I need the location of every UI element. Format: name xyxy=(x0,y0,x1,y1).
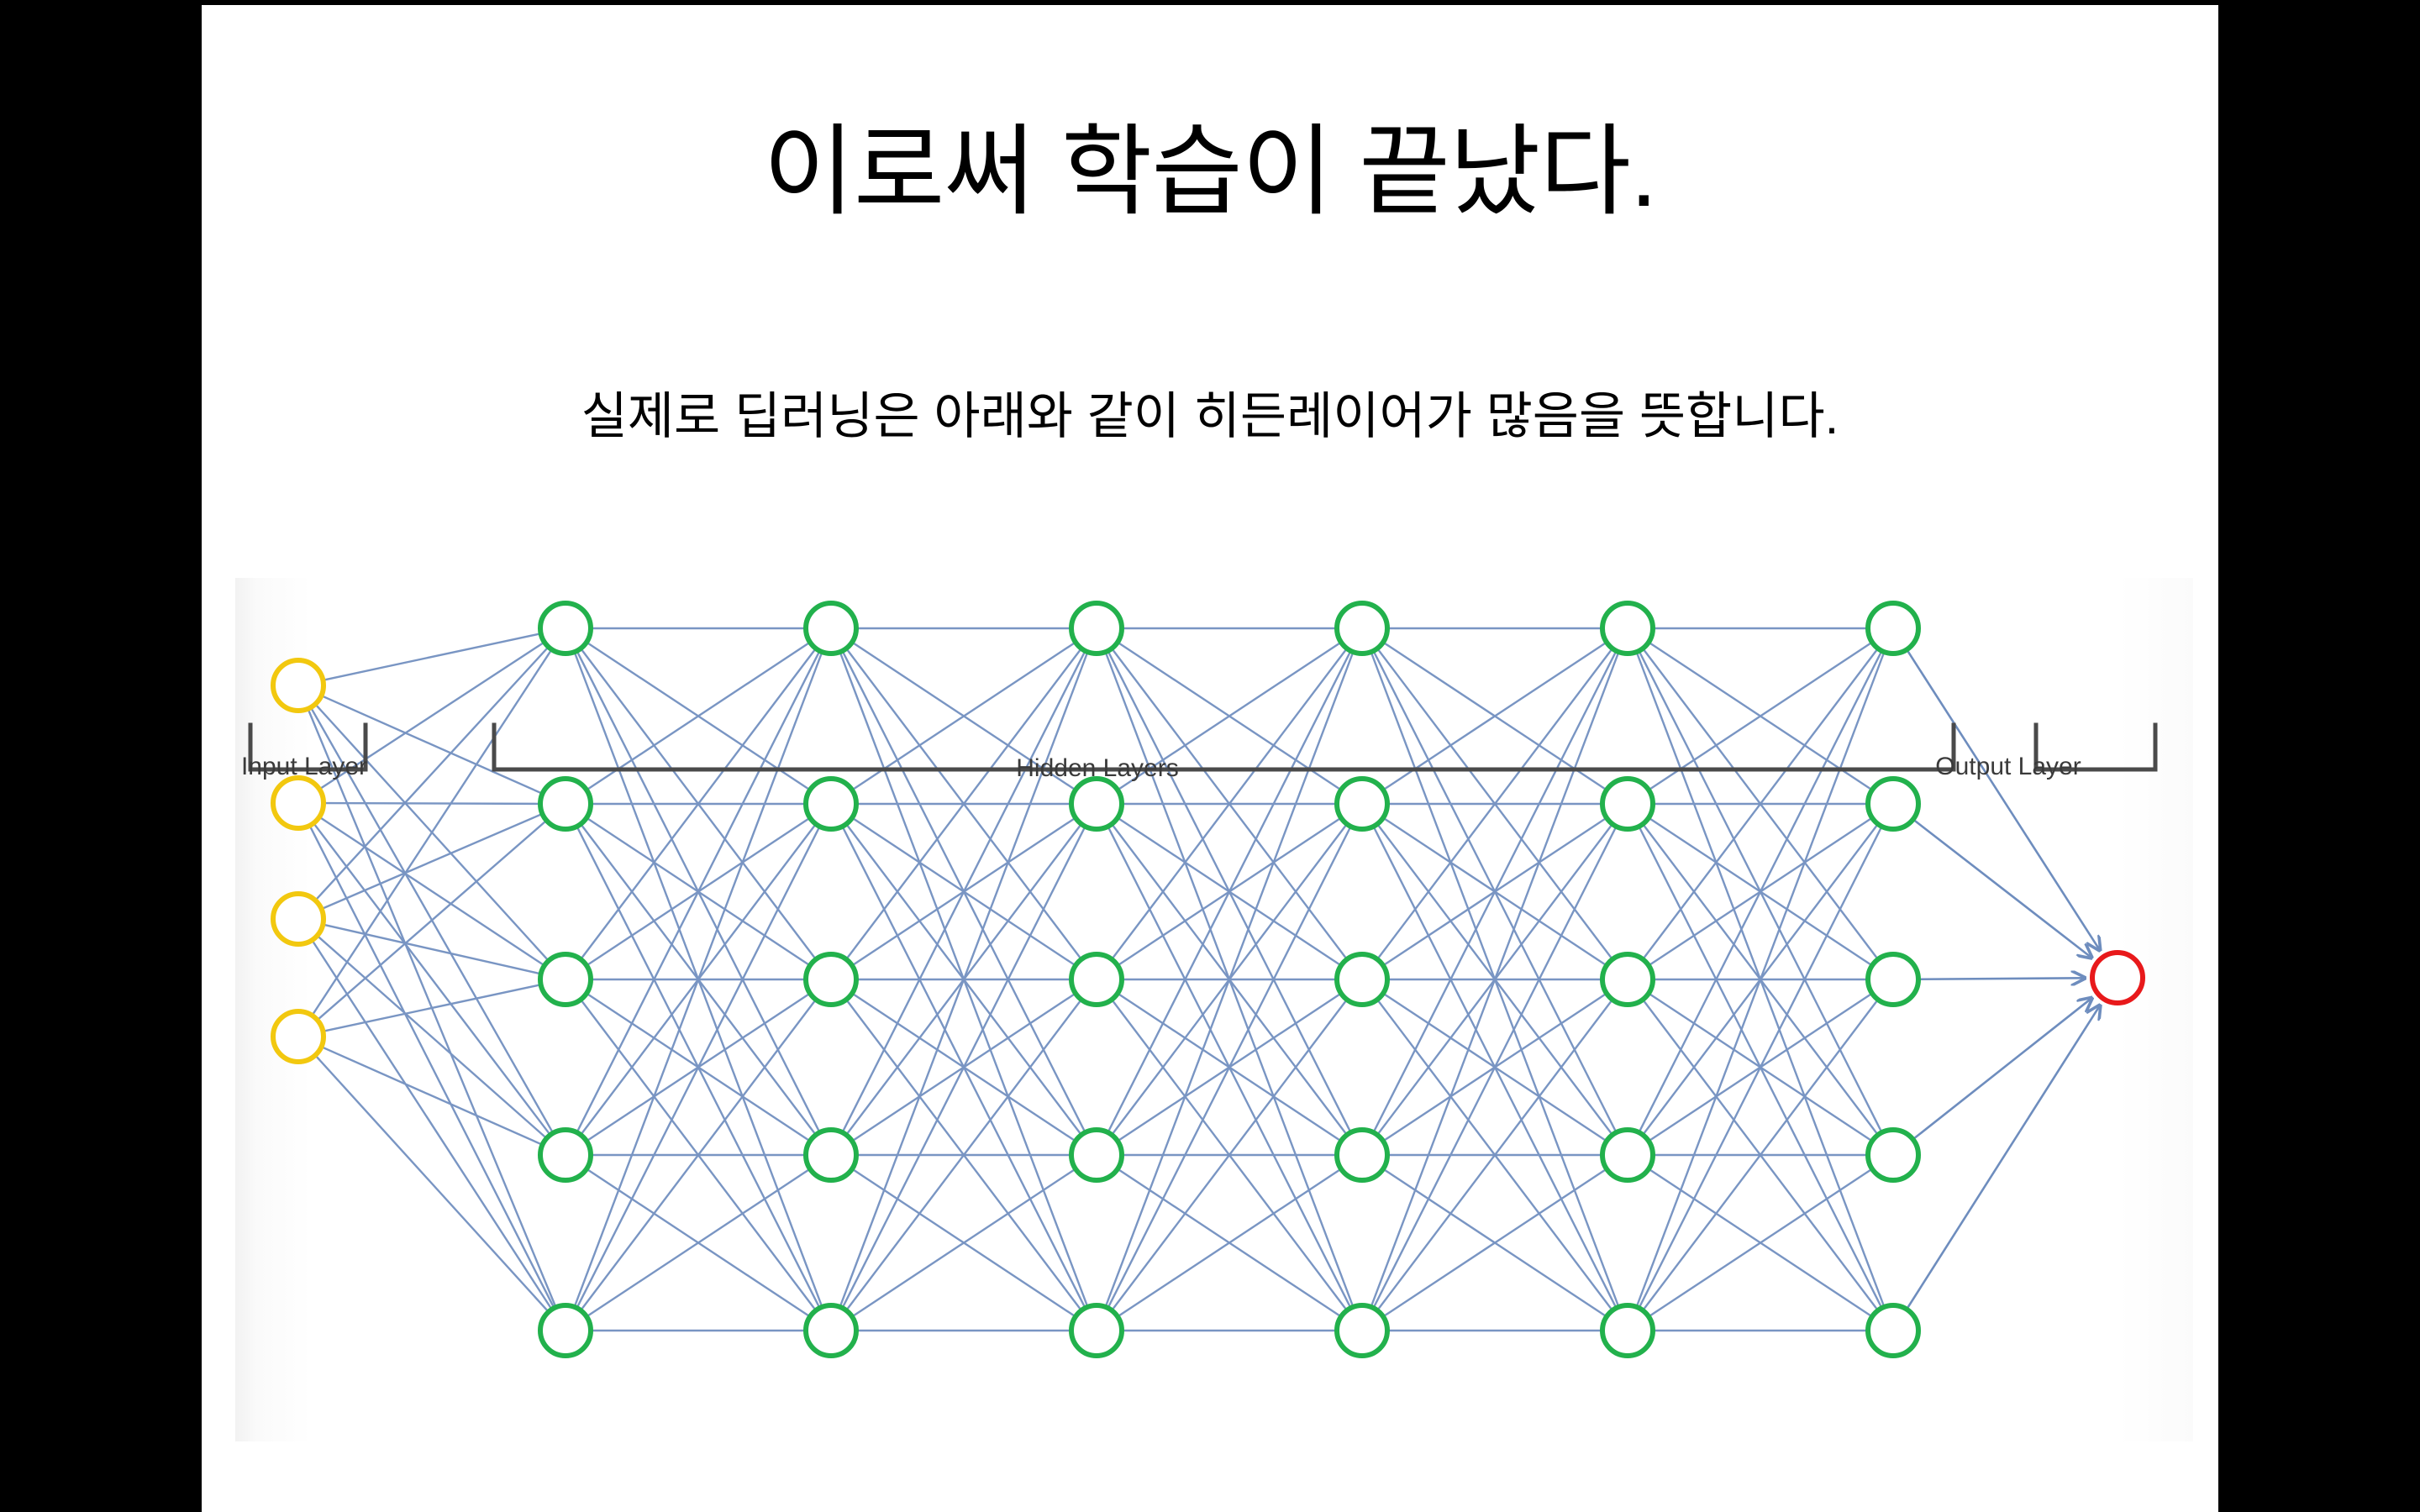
input-node xyxy=(271,891,326,947)
hidden-node xyxy=(1069,1127,1124,1183)
hidden-layers-label: Hidden Layers xyxy=(1016,754,1179,782)
input-bracket xyxy=(248,722,368,772)
hidden-node xyxy=(1334,1127,1390,1183)
hidden-node xyxy=(1865,1127,1921,1183)
hidden-node xyxy=(1334,952,1390,1007)
output-bracket xyxy=(2033,722,2158,772)
hidden-bracket xyxy=(492,722,1956,772)
input-layer-label: Input Layer xyxy=(240,753,368,780)
hidden-node xyxy=(1600,601,1655,656)
hidden-node xyxy=(803,1127,859,1183)
hidden-node xyxy=(1865,776,1921,832)
bracket-group xyxy=(248,722,2158,772)
hidden-node xyxy=(1069,952,1124,1007)
output-node xyxy=(2090,950,2145,1005)
hidden-node xyxy=(538,1303,593,1358)
hidden-node xyxy=(1069,1303,1124,1358)
hidden-node xyxy=(538,1127,593,1183)
input-node xyxy=(271,658,326,713)
hidden-node xyxy=(1600,1303,1655,1358)
hidden-node xyxy=(803,1303,859,1358)
input-node xyxy=(271,775,326,831)
deep-neural-network-diagram: Input Layer Hidden Layers Output Layer xyxy=(235,578,2193,1441)
hidden-node xyxy=(538,601,593,656)
output-edges xyxy=(1906,649,2100,1310)
hidden-node xyxy=(1334,601,1390,656)
hidden-node xyxy=(1069,601,1124,656)
hidden-node xyxy=(538,952,593,1007)
hidden-node xyxy=(538,776,593,832)
hidden-node xyxy=(803,776,859,832)
hidden-node xyxy=(803,601,859,656)
hidden-node xyxy=(1600,1127,1655,1183)
hidden-node xyxy=(1334,776,1390,832)
hidden-node xyxy=(1600,776,1655,832)
network-svg xyxy=(248,601,2158,1358)
input-node xyxy=(271,1009,326,1064)
output-layer-label: Output Layer xyxy=(1935,753,2081,780)
slide-subtitle: 실제로 딥러닝은 아래와 같이 히든레이어가 많음을 뜻합니다. xyxy=(581,388,1839,444)
hidden-node xyxy=(1069,776,1124,832)
hidden-node xyxy=(1865,952,1921,1007)
hidden-node xyxy=(1865,1303,1921,1358)
hidden-node xyxy=(1865,601,1921,656)
page-title: 이로써 학습이 끝났다. xyxy=(763,117,1657,228)
network-nodes xyxy=(271,601,2145,1358)
hidden-node xyxy=(1600,952,1655,1007)
hidden-node xyxy=(1334,1303,1390,1358)
network-edges xyxy=(307,627,1886,1332)
slide-canvas: 이로써 학습이 끝났다. 실제로 딥러닝은 아래와 같이 히든레이어가 많음을 … xyxy=(202,5,2218,1512)
hidden-node xyxy=(803,952,859,1007)
